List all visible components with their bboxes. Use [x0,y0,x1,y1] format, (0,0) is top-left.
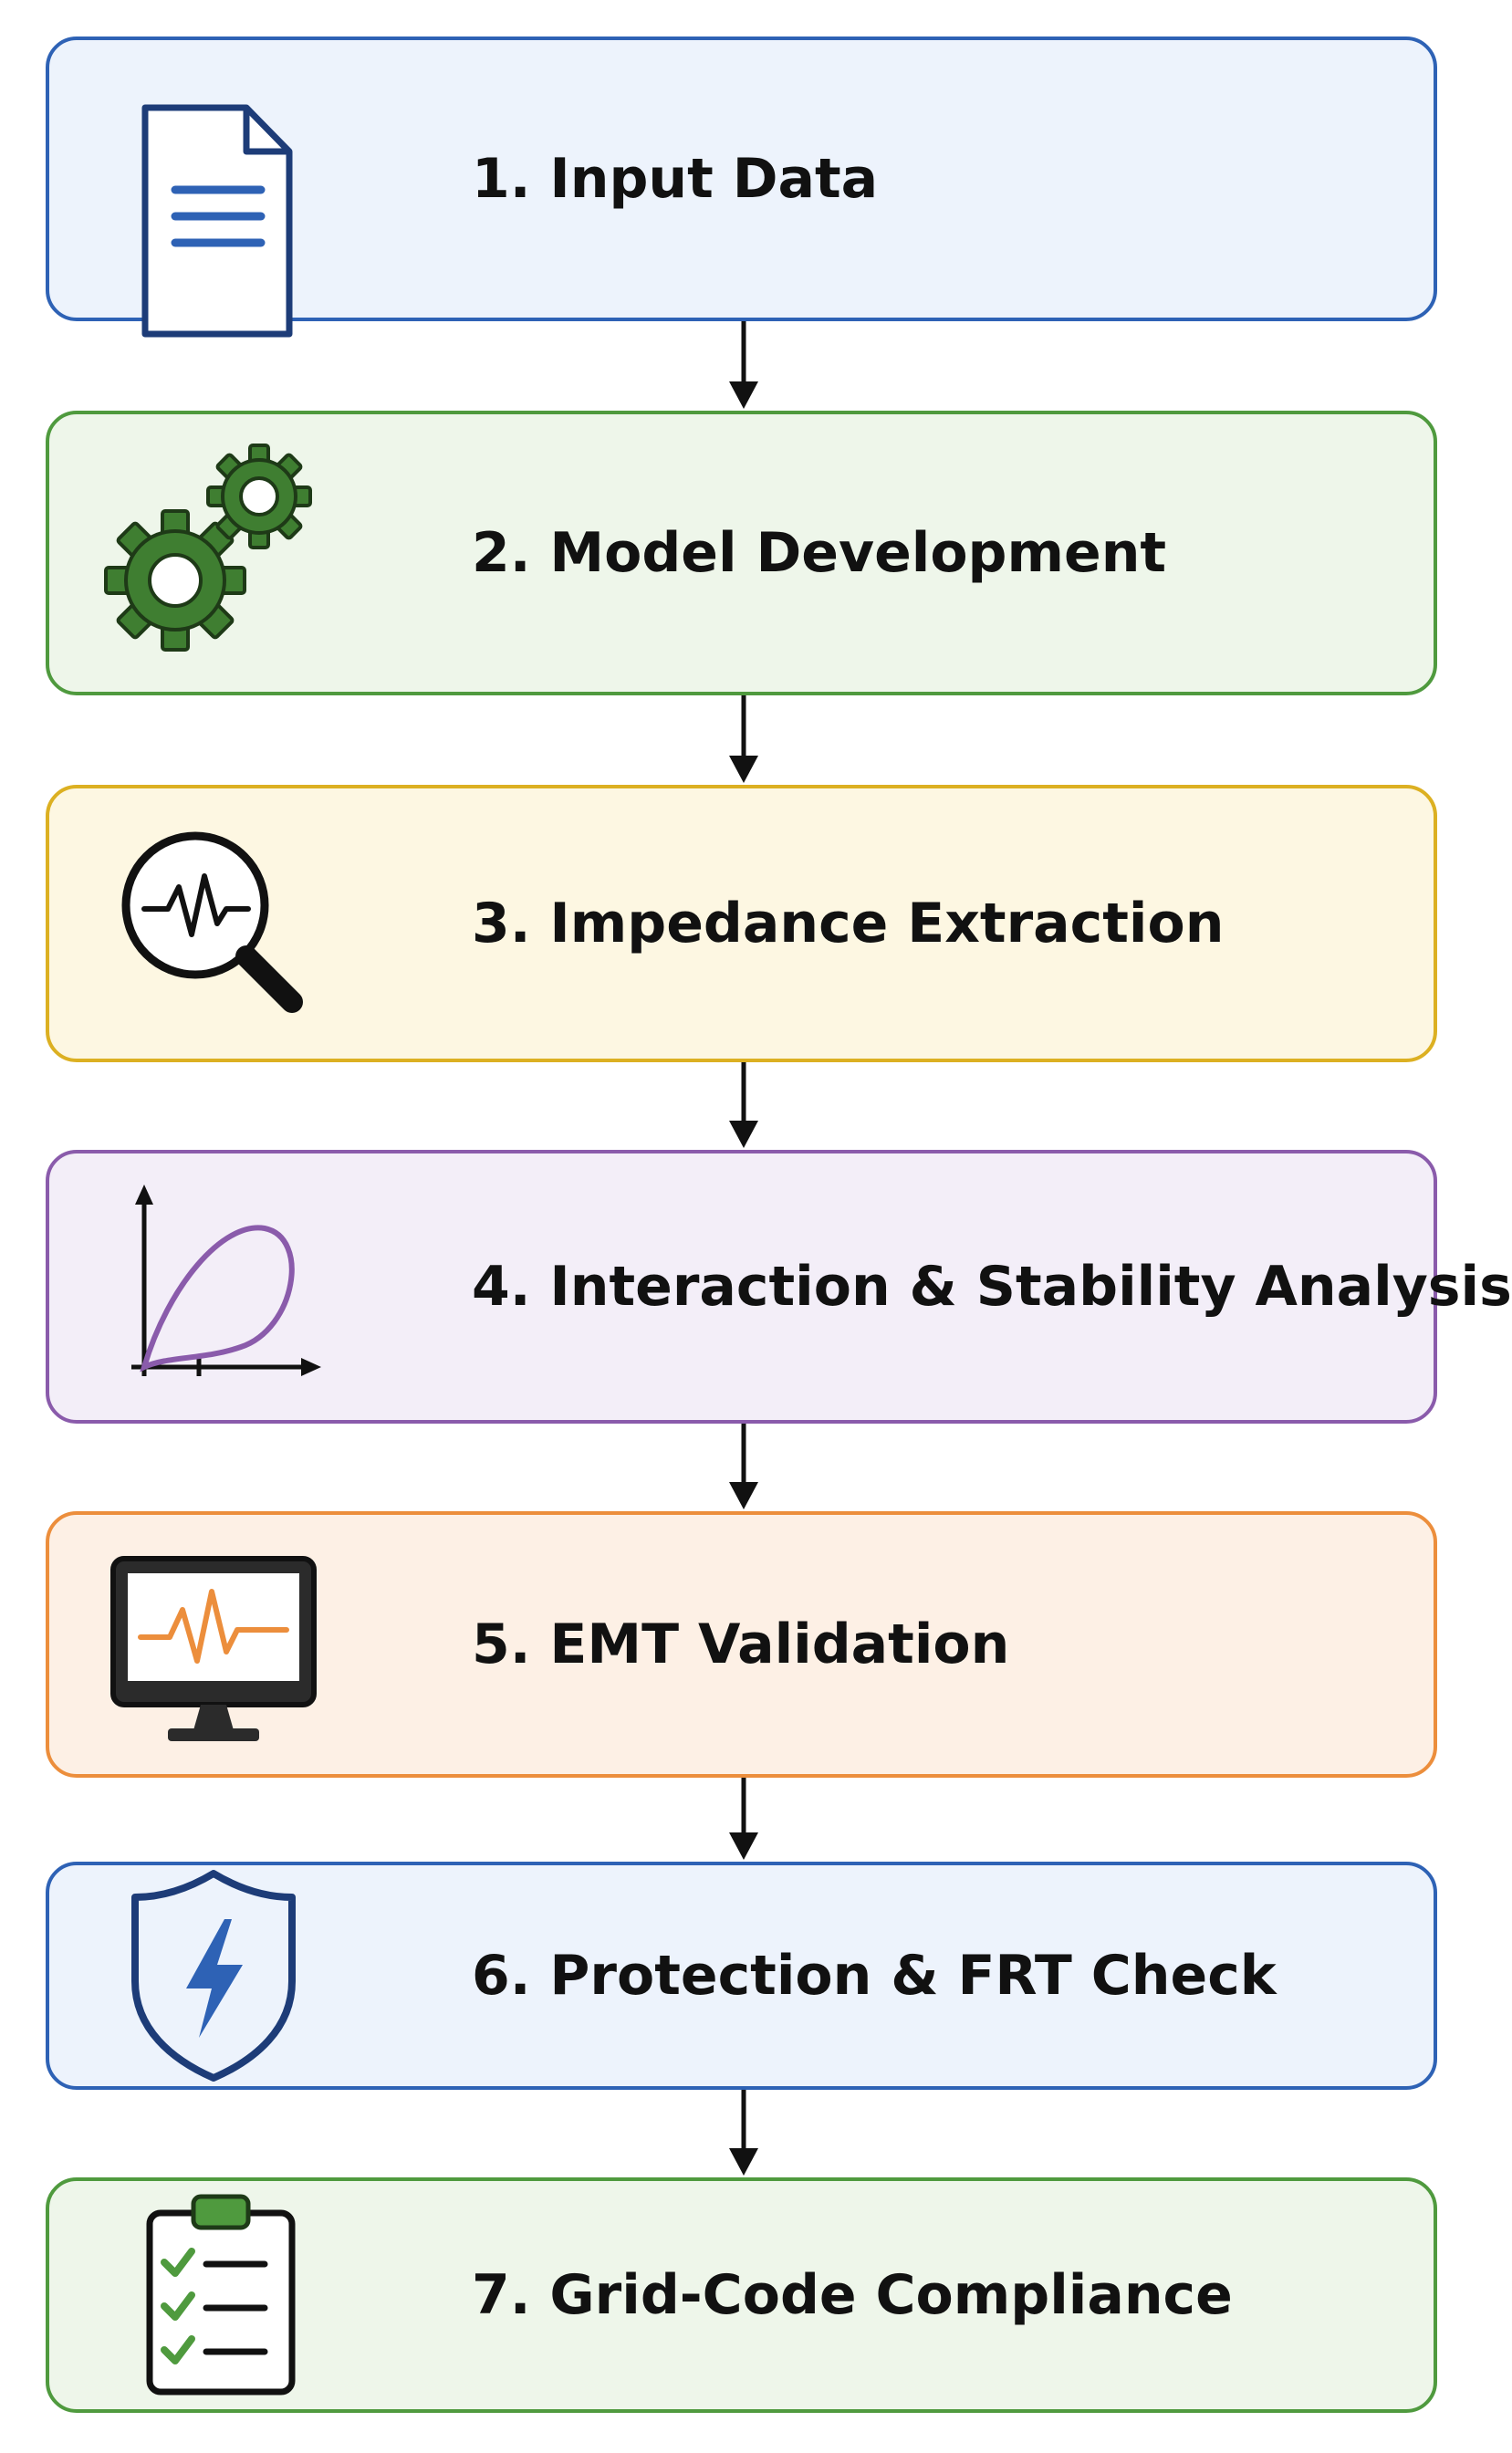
step-label: 6. Protection & FRT Check [472,1944,1277,2008]
flow-arrow [725,1778,762,1862]
step-label: 2. Model Development [472,521,1167,585]
step-label: 1. Input Data [472,147,879,211]
step-grid-code-compliance: 7. Grid-Code Compliance [46,2177,1437,2413]
step-emt-validation: 5. EMT Validation [46,1511,1437,1778]
monitor-waveform-icon [104,1535,323,1754]
document-icon [104,69,323,338]
flow-arrow [725,695,762,785]
step-protection-frt-check: 6. Protection & FRT Check [46,1862,1437,2090]
gears-icon [104,444,323,663]
step-impedance-extraction: 3. Impedance Extraction [46,785,1437,1062]
step-label: 5. EMT Validation [472,1613,1010,1676]
stability-plot-icon [104,1177,323,1396]
clipboard-checklist-icon [104,2186,323,2405]
flow-arrow [725,321,762,411]
step-label: 7. Grid-Code Compliance [472,2263,1233,2327]
step-input-data: 1. Input Data [46,37,1437,338]
shield-lightning-icon [104,1866,323,2085]
step-label: 3. Impedance Extraction [472,892,1225,955]
flow-arrow [725,1424,762,1511]
flow-arrow [725,2090,762,2177]
magnifier-waveform-icon [104,814,323,1033]
step-model-development: 2. Model Development [46,411,1437,695]
flow-arrow [725,1062,762,1150]
step-interaction-stability-analysis: 4. Interaction & Stability Analysis [46,1150,1512,1424]
step-label: 4. Interaction & Stability Analysis [472,1255,1512,1319]
